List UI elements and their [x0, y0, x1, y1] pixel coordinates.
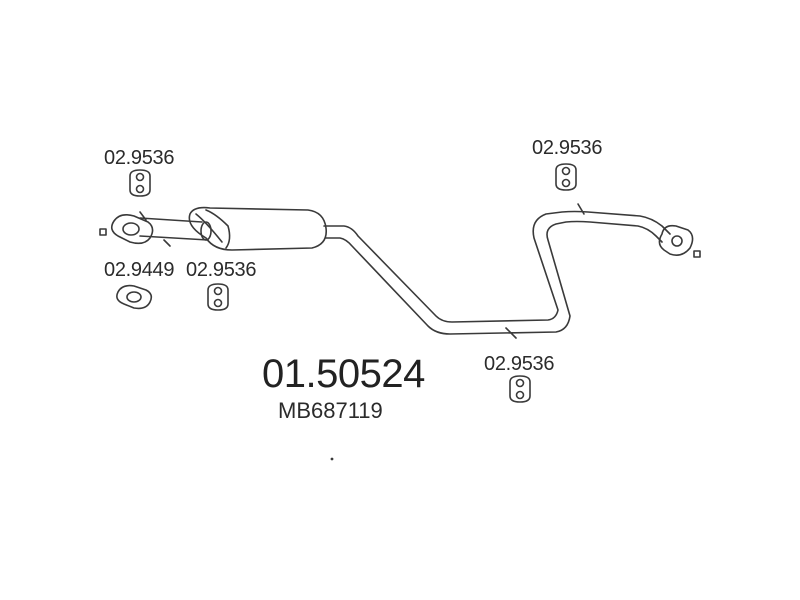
callout-hanger-top-left: 02.9536 — [104, 147, 175, 169]
outlet-flange — [658, 224, 694, 256]
main-pipe — [323, 210, 671, 335]
inlet-flange — [110, 211, 171, 247]
pipe-hanger-bracket-bottom — [505, 327, 517, 339]
part-number: 01.50524 — [262, 352, 425, 396]
oem-number: MB687119 — [278, 398, 383, 423]
right-end-marker — [693, 250, 701, 258]
inlet-pipe — [139, 217, 212, 241]
rubber-hanger-bottom-right — [509, 375, 531, 403]
callout-hanger-bottom-right: 02.9536 — [484, 353, 555, 375]
gasket-left — [116, 284, 153, 310]
left-end-marker — [99, 228, 107, 236]
stray-dot — [330, 457, 334, 461]
callout-hanger-bottom-left: 02.9536 — [186, 259, 257, 281]
rubber-hanger-top-right — [555, 163, 577, 191]
rubber-hanger-top-left — [129, 169, 151, 197]
middle-silencer — [188, 206, 328, 251]
callout-hanger-top-right: 02.9536 — [532, 137, 603, 159]
pipe-hanger-bracket-right — [577, 203, 585, 215]
rubber-hanger-bottom-left — [207, 283, 229, 311]
callout-gasket-left: 02.9449 — [104, 259, 175, 281]
